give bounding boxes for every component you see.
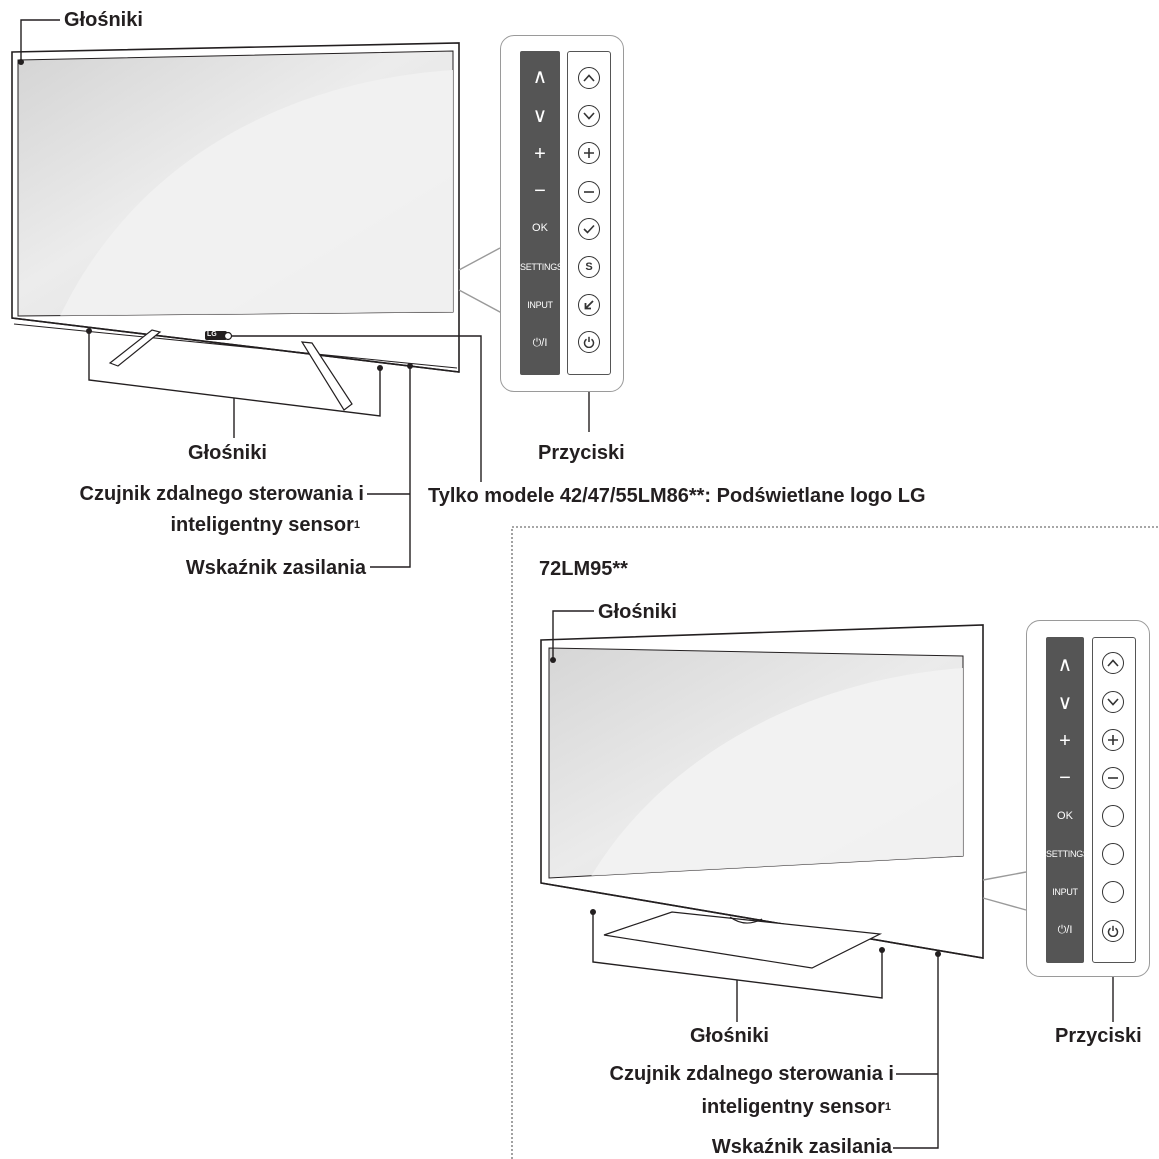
power-indicator-label: Wskaźnik zasilania xyxy=(711,1136,892,1158)
buttons-label: Przyciski xyxy=(1055,1025,1142,1047)
strip-label-plus: + xyxy=(1059,730,1071,752)
strip-label-up: ∧ xyxy=(1057,654,1073,676)
strip-label-power: ⏻/I xyxy=(1057,924,1073,936)
strip-label-ok: OK xyxy=(532,222,548,234)
strip-label-down: ∨ xyxy=(1057,692,1073,714)
power-button-icon xyxy=(1102,920,1124,942)
remote-sensor-label-line2: inteligentny sensor1 xyxy=(701,1096,892,1118)
strip-label-minus: − xyxy=(1059,767,1071,789)
speakers-top-label: Głośniki xyxy=(598,601,677,623)
model-frame xyxy=(511,526,1159,1159)
lg-logo-label: Tylko modele 42/47/55LM86**: Podświetlan… xyxy=(428,485,926,507)
model-label: 72LM95** xyxy=(539,558,628,580)
speakers-bottom-label: Głośniki xyxy=(188,442,267,464)
speakers-top-label: Głośniki xyxy=(64,9,143,31)
remote-sensor-label-line1: Czujnik zdalnego sterowania i xyxy=(79,483,365,505)
down-button-icon xyxy=(1102,691,1124,713)
footnote-marker: 1 xyxy=(353,519,360,531)
strip-label-up: ∧ xyxy=(532,66,548,88)
power-button-icon xyxy=(578,331,600,353)
tv-top xyxy=(11,19,592,568)
volume-down-icon xyxy=(578,181,600,203)
strip-label-plus: + xyxy=(534,143,546,165)
ok-check-icon xyxy=(578,218,600,240)
power-indicator-label: Wskaźnik zasilania xyxy=(185,557,366,579)
down-button-icon xyxy=(578,105,600,127)
button-column-top xyxy=(567,51,611,375)
strip-label-minus: − xyxy=(534,180,546,202)
strip-label-down: ∨ xyxy=(532,105,548,127)
tv-logo-mark: LG xyxy=(207,331,217,338)
volume-up-icon xyxy=(1102,729,1124,751)
volume-up-icon xyxy=(578,142,600,164)
up-button-icon xyxy=(1102,652,1124,674)
strip-label-settings: SETTINGS xyxy=(1046,849,1089,859)
strip-label-power: ⏻/I xyxy=(532,337,548,349)
strip-label-ok: OK xyxy=(1057,810,1073,822)
input-arrow-icon xyxy=(578,294,600,316)
up-button-icon xyxy=(578,67,600,89)
strip-label-input: INPUT xyxy=(1052,887,1078,897)
strip-label-input: INPUT xyxy=(527,300,553,310)
strip-label-settings: SETTINGS xyxy=(520,262,563,272)
button-column-bottom xyxy=(1092,637,1136,963)
control-strip-top: ∧ ∨ + − OK SETTINGS INPUT ⏻/I xyxy=(520,51,563,375)
settings-blank-button xyxy=(1102,843,1124,865)
settings-s-icon: S xyxy=(578,256,600,278)
volume-down-icon xyxy=(1102,767,1124,789)
input-blank-button xyxy=(1102,881,1124,903)
remote-sensor-label-line2: inteligentny sensor1 xyxy=(170,514,361,536)
footnote-marker: 1 xyxy=(884,1101,891,1113)
speakers-bottom-label: Głośniki xyxy=(690,1025,769,1047)
control-strip-bottom: ∧ ∨ + − OK SETTINGS INPUT ⏻/I xyxy=(1046,637,1089,963)
ok-blank-button xyxy=(1102,805,1124,827)
buttons-label: Przyciski xyxy=(538,442,625,464)
tv-bottom xyxy=(540,610,1116,1149)
remote-sensor-label-line1: Czujnik zdalnego sterowania i xyxy=(609,1063,895,1085)
